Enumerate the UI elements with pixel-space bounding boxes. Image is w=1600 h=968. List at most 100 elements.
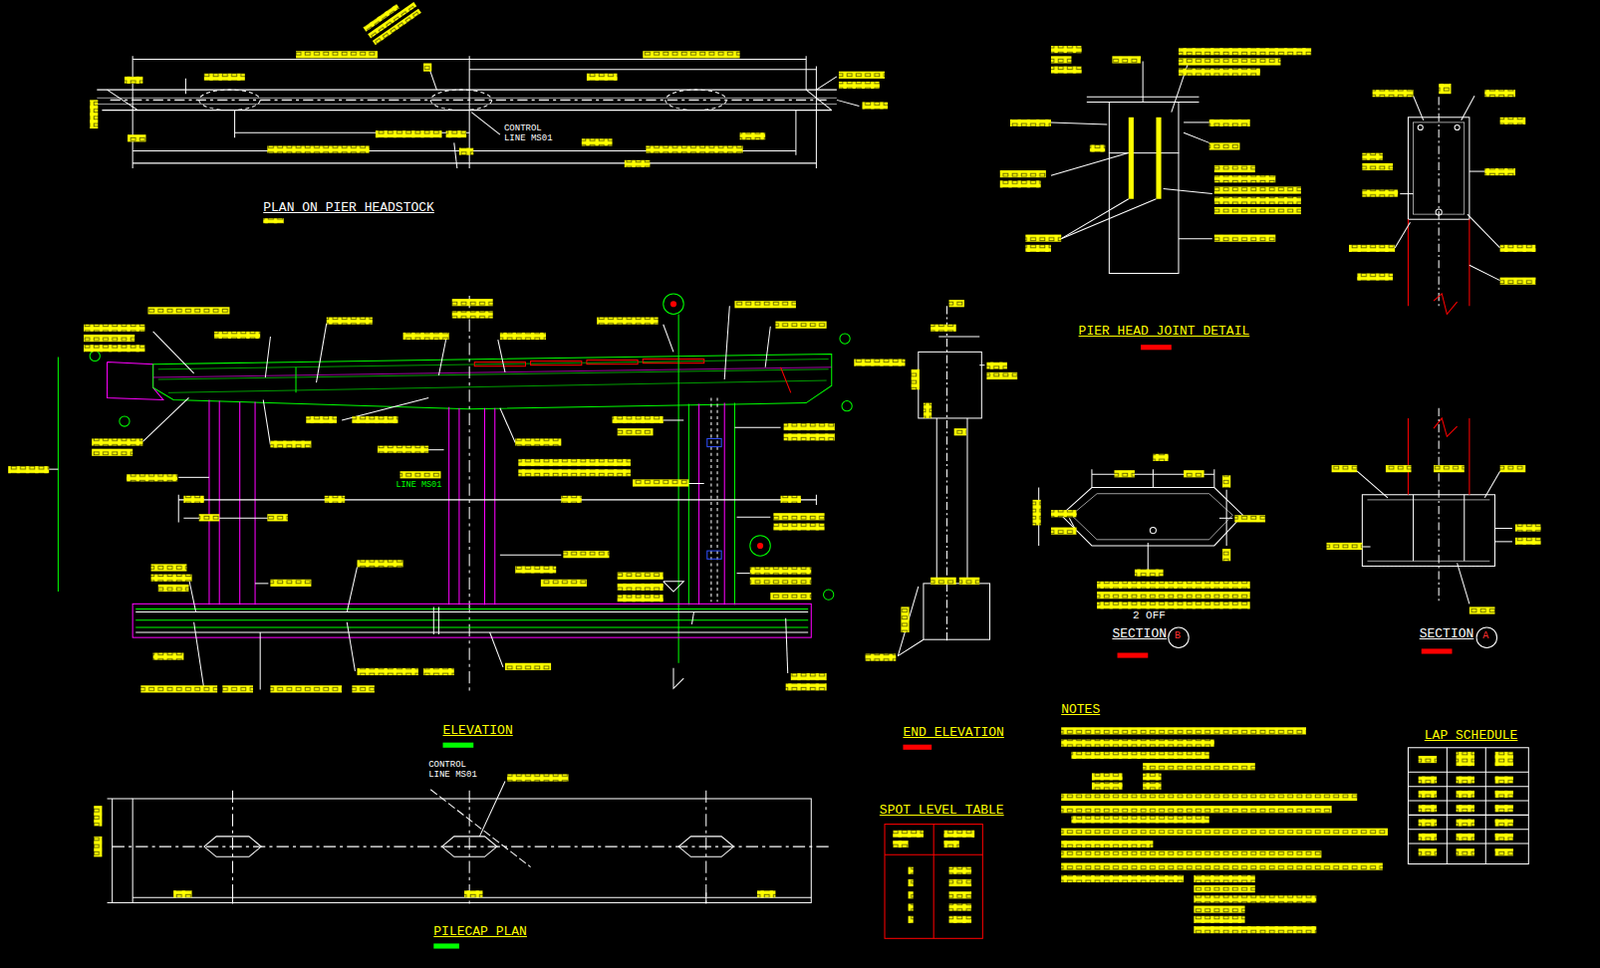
headstock-section-part bbox=[1399, 193, 1413, 195]
view-title: PIER HEAD JOINT DETAIL bbox=[1078, 324, 1251, 340]
greeked-text-part bbox=[1361, 163, 1393, 171]
headstock-section-part bbox=[1469, 265, 1501, 280]
pier-elevation-part bbox=[260, 632, 262, 690]
greeked-text-part bbox=[1091, 773, 1123, 781]
greeked-text-part bbox=[617, 428, 654, 436]
greeked-text-part bbox=[617, 572, 664, 580]
section-b-part bbox=[1147, 542, 1149, 572]
scale-notes-part bbox=[902, 745, 932, 751]
greeked-text-part bbox=[452, 298, 494, 306]
headstock-plan-part bbox=[430, 89, 492, 110]
greeked-text-part bbox=[596, 317, 658, 325]
section-a-part bbox=[1412, 495, 1414, 562]
joint-detail-part bbox=[1177, 101, 1179, 153]
headstock-plan-part bbox=[96, 103, 837, 105]
greeked-text-part bbox=[586, 73, 618, 81]
section-b-part bbox=[1152, 469, 1154, 488]
headstock-plan-part bbox=[234, 110, 236, 139]
greeked-text-part bbox=[326, 317, 373, 325]
section-b-part bbox=[1149, 528, 1156, 534]
greeked-text-part bbox=[1456, 848, 1475, 856]
section-a-part bbox=[1361, 495, 1495, 567]
headstock-plan-part bbox=[199, 89, 261, 110]
greeked-text-part bbox=[173, 890, 192, 898]
headstock-plan-part bbox=[815, 76, 836, 90]
greeked-text-part bbox=[1418, 848, 1437, 856]
headstock-plan-part bbox=[132, 162, 816, 164]
pier-elevation-part bbox=[183, 518, 275, 520]
greeked-text-part bbox=[1418, 818, 1437, 826]
view-title: ELEVATION bbox=[443, 724, 514, 740]
greeked-text-part bbox=[1091, 783, 1123, 791]
joint-detail-part bbox=[1061, 199, 1129, 240]
section-a-part bbox=[1438, 408, 1440, 603]
greeked-text-part bbox=[900, 606, 909, 633]
greeked-text-part bbox=[153, 653, 185, 661]
greeked-text-part bbox=[949, 903, 973, 911]
greeked-text-part bbox=[158, 584, 190, 592]
pier-elevation-part bbox=[724, 403, 726, 606]
greeked-text-part bbox=[1234, 515, 1266, 523]
greeked-text-part bbox=[949, 879, 973, 887]
greeked-text-part bbox=[1000, 170, 1047, 178]
lap-schedule-table-part bbox=[1407, 772, 1529, 774]
pier-elevation-part bbox=[736, 517, 771, 519]
pier-elevation-part bbox=[734, 403, 736, 606]
greeked-text-part bbox=[1348, 245, 1395, 253]
view-title: END ELEVATION bbox=[902, 726, 1004, 742]
greeked-text-part bbox=[1152, 454, 1168, 462]
joint-detail-part bbox=[1183, 121, 1210, 123]
greeked-text-part bbox=[183, 496, 204, 504]
greeked-text-part bbox=[1418, 804, 1437, 812]
greeked-text-part bbox=[324, 496, 345, 504]
greeked-text-part bbox=[773, 513, 824, 521]
greeked-text-part bbox=[423, 63, 432, 72]
greeked-text-part bbox=[645, 145, 743, 153]
greeked-text-part bbox=[269, 440, 311, 448]
greeked-text-part bbox=[1183, 470, 1204, 478]
greeked-text-part bbox=[892, 830, 924, 838]
pier-elevation-part bbox=[500, 408, 516, 444]
pier-elevation-part bbox=[119, 416, 130, 427]
greeked-text-part bbox=[1193, 875, 1255, 883]
pier-elevation-part bbox=[153, 353, 832, 409]
greeked-text-part bbox=[617, 594, 664, 602]
greeked-text-part bbox=[560, 496, 581, 504]
headstock-plan-part bbox=[805, 89, 832, 110]
greeked-text-part bbox=[949, 891, 973, 899]
view-title: PLAN ON PIER HEADSTOCK bbox=[263, 201, 435, 217]
pilecap-plan-part bbox=[705, 791, 707, 909]
lap-schedule-table-part bbox=[1485, 748, 1487, 865]
section-a-part bbox=[1495, 540, 1513, 542]
greeked-text-part bbox=[954, 428, 967, 436]
section-a-part bbox=[1407, 418, 1409, 496]
greeked-text-part bbox=[1222, 475, 1231, 488]
pier-elevation-part bbox=[642, 359, 704, 364]
headstock-plan-part bbox=[665, 89, 727, 110]
greeked-text-part bbox=[1193, 885, 1255, 893]
pier-elevation-part bbox=[670, 300, 677, 307]
pier-elevation-part bbox=[484, 408, 486, 606]
greeked-text-part bbox=[1070, 752, 1209, 760]
joint-detail-part bbox=[1051, 122, 1107, 125]
greeked-text-part bbox=[1051, 66, 1082, 74]
greeked-text-part bbox=[151, 574, 193, 582]
greeked-text-part bbox=[295, 50, 378, 58]
greeked-text-part bbox=[204, 73, 246, 81]
greeked-text-part bbox=[1178, 47, 1312, 55]
quantity-note: 2 OFF bbox=[1132, 609, 1166, 623]
spot-level-table bbox=[884, 824, 983, 940]
headstock-plan-part bbox=[471, 112, 501, 136]
headstock-plan bbox=[96, 0, 859, 169]
greeked-text-part bbox=[540, 579, 587, 587]
section-b-part bbox=[1213, 469, 1215, 488]
end-elevation-part bbox=[936, 418, 938, 584]
section-b-part bbox=[1090, 469, 1092, 488]
greeked-text-part bbox=[269, 685, 342, 693]
greeked-text-part bbox=[1222, 548, 1231, 561]
greeked-text-part bbox=[750, 566, 811, 574]
greeked-text-part bbox=[786, 683, 827, 691]
greeked-text-part bbox=[642, 50, 740, 58]
headstock-plan-part bbox=[815, 66, 817, 169]
